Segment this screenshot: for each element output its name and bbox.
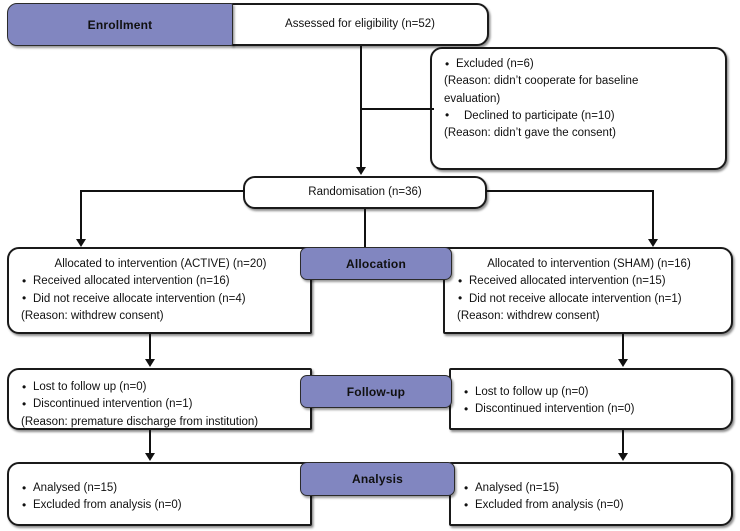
followup-active-line-2: Discontinued intervention (n=1) xyxy=(21,396,300,413)
allocation-active-title: Allocated to intervention (ACTIVE) (n=20… xyxy=(54,258,267,270)
allocation-sham-list: Received allocated intervention (n=15) D… xyxy=(457,273,721,324)
allocation-active-line-2: Did not receive allocate intervention (n… xyxy=(21,290,300,307)
excluded-line-1: Excluded (n=6) xyxy=(444,55,715,72)
excluded-line-3: evaluation) xyxy=(444,92,501,105)
connector-active-followup-to-analysis xyxy=(149,430,151,454)
excluded-line-4: Declined to participate (n=10) xyxy=(444,107,715,124)
analysis-active-list: Analysed (n=15) Excluded from analysis (… xyxy=(21,479,300,514)
followup-sham-line-2: Discontinued intervention (n=0) xyxy=(463,401,721,418)
connector-right-branch-down xyxy=(652,190,654,240)
stage-label-followup: Follow-up xyxy=(300,375,452,408)
arrow-into-active-analysis xyxy=(145,453,155,461)
box-randomisation: Randomisation (n=36) xyxy=(243,176,487,209)
connector-sham-allocation-to-followup xyxy=(622,334,624,360)
connector-randomisation-right-branch xyxy=(486,190,654,192)
box-followup-active: Lost to follow up (n=0) Discontinued int… xyxy=(7,368,312,430)
arrow-into-sham-analysis xyxy=(618,453,628,461)
allocation-active-list: Received allocated intervention (n=16) D… xyxy=(21,273,300,324)
allocation-sham-title: Allocated to intervention (SHAM) (n=16) xyxy=(487,258,691,270)
analysis-active-line-2: Excluded from analysis (n=0) xyxy=(21,497,300,514)
analysis-sham-line-1: Analysed (n=15) xyxy=(463,479,721,496)
analysis-active-line-1: Analysed (n=15) xyxy=(21,479,300,496)
assessed-text: Assessed for eligibility (n=52) xyxy=(285,18,435,31)
analysis-sham-line-2: Excluded from analysis (n=0) xyxy=(463,497,721,514)
stage-label-allocation: Allocation xyxy=(300,247,452,280)
connector-active-allocation-to-followup xyxy=(149,334,151,360)
followup-sham-line-1: Lost to follow up (n=0) xyxy=(463,383,721,400)
excluded-line-5: (Reason: didn’t gave the consent) xyxy=(444,127,616,140)
followup-active-line-3: (Reason: premature discharge from instit… xyxy=(21,415,259,428)
randomisation-text: Randomisation (n=36) xyxy=(308,186,422,199)
box-analysis-sham: Analysed (n=15) Excluded from analysis (… xyxy=(449,462,733,526)
arrow-into-active-followup xyxy=(145,359,155,367)
arrow-into-active-allocation xyxy=(76,239,86,247)
connector-randomisation-left-branch xyxy=(80,190,245,192)
connector-sham-followup-to-analysis xyxy=(622,430,624,454)
allocation-active-line-1: Received allocated intervention (n=16) xyxy=(21,273,300,290)
box-analysis-active: Analysed (n=15) Excluded from analysis (… xyxy=(7,462,312,526)
box-allocation-sham: Allocated to intervention (SHAM) (n=16) … xyxy=(443,247,733,334)
box-followup-sham: Lost to follow up (n=0) Discontinued int… xyxy=(449,368,733,430)
stage-label-enrollment: Enrollment xyxy=(7,3,233,46)
followup-active-list: Lost to follow up (n=0) Discontinued int… xyxy=(21,378,300,430)
arrow-into-randomisation xyxy=(356,167,366,175)
allocation-sham-line-1: Received allocated intervention (n=15) xyxy=(457,273,721,290)
box-allocation-active: Allocated to intervention (ACTIVE) (n=20… xyxy=(7,247,312,334)
followup-active-line-1: Lost to follow up (n=0) xyxy=(21,378,300,395)
connector-randomisation-down xyxy=(364,209,366,249)
connector-eligibility-to-randomisation xyxy=(360,46,362,168)
arrow-into-sham-allocation xyxy=(648,239,658,247)
stage-label-analysis: Analysis xyxy=(300,462,455,496)
excluded-line-2: (Reason: didn’t cooperate for baseline xyxy=(444,75,639,88)
box-excluded: Excluded (n=6) (Reason: didn’t cooperate… xyxy=(430,47,727,170)
arrow-into-sham-followup xyxy=(618,359,628,367)
followup-sham-list: Lost to follow up (n=0) Discontinued int… xyxy=(463,383,721,418)
allocation-sham-line-2: Did not receive allocate intervention (n… xyxy=(457,290,721,307)
excluded-list: Excluded (n=6) (Reason: didn’t cooperate… xyxy=(444,55,715,142)
allocation-sham-line-3: (Reason: withdrew consent) xyxy=(457,309,600,322)
connector-left-branch-down xyxy=(80,190,82,240)
connector-eligibility-to-excluded xyxy=(360,108,434,110)
box-assessed-for-eligibility: Assessed for eligibility (n=52) xyxy=(231,3,489,46)
analysis-sham-list: Analysed (n=15) Excluded from analysis (… xyxy=(463,479,721,514)
allocation-active-line-3: (Reason: withdrew consent) xyxy=(21,309,164,322)
